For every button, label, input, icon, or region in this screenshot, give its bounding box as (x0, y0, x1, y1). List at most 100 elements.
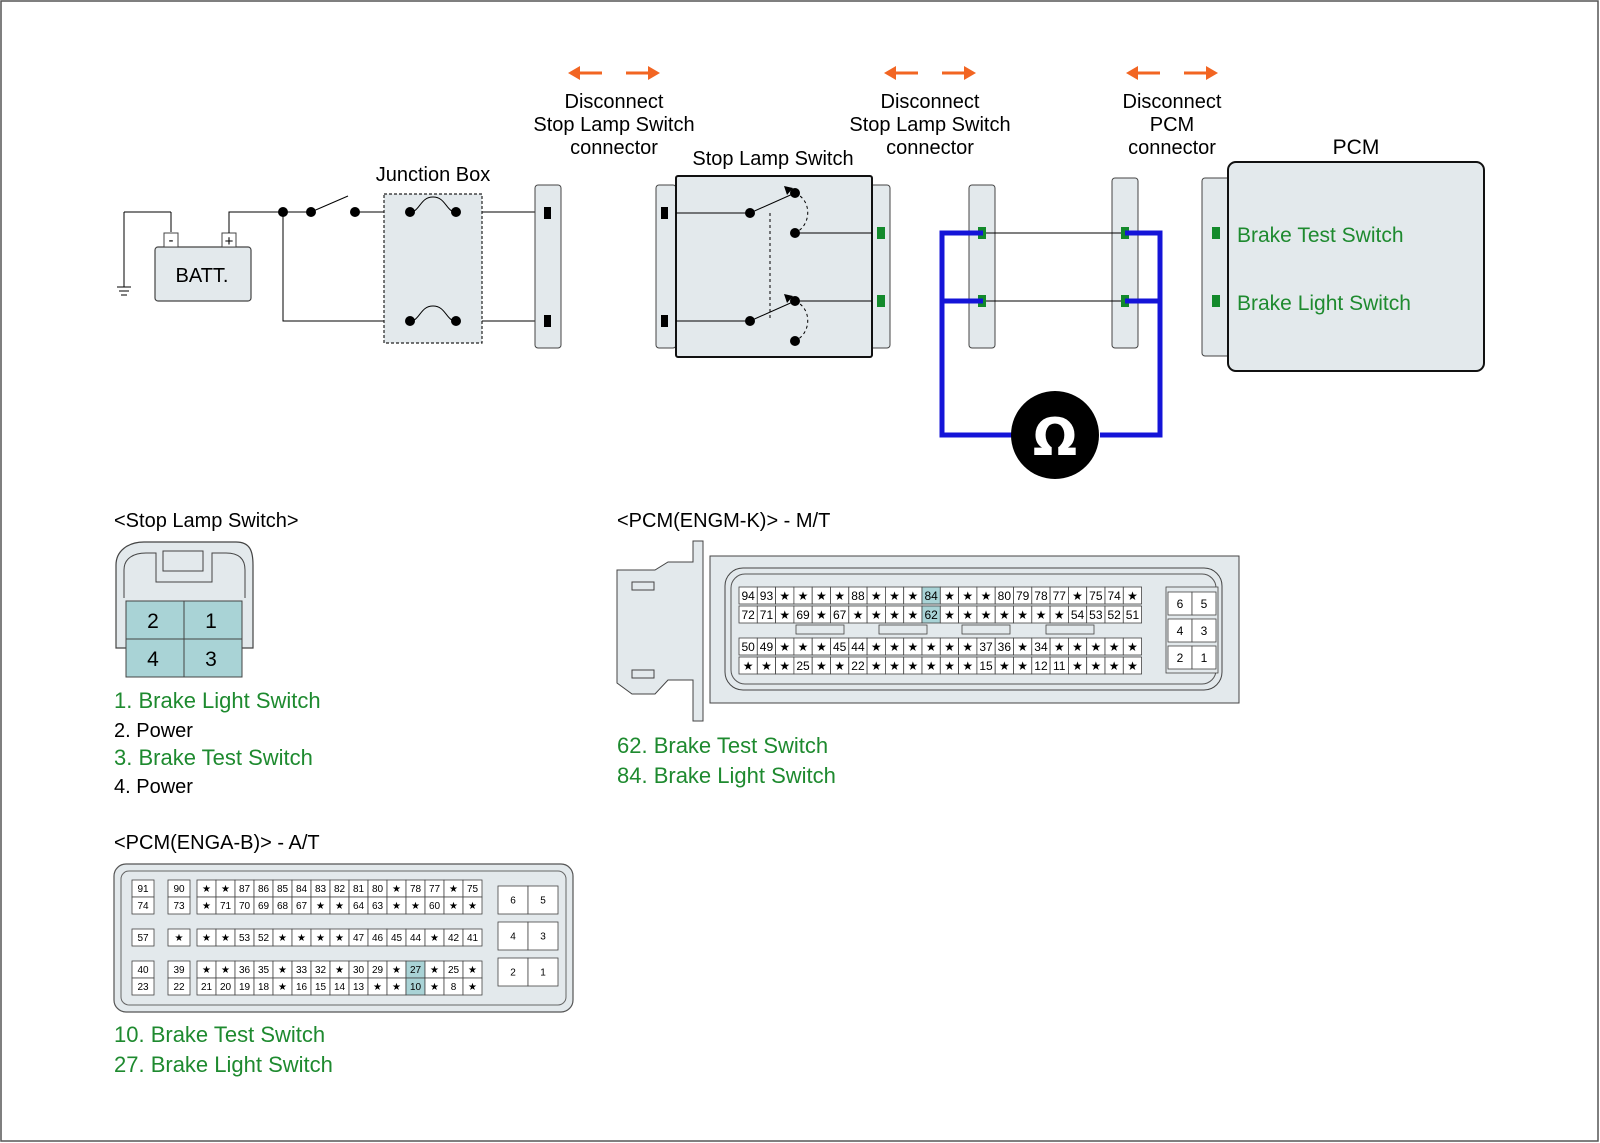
pin-label: ★ (278, 933, 287, 944)
connector-pin: ★ (885, 637, 905, 656)
disconnect-arrowhead-right (964, 66, 976, 80)
connector-pin: 49 (756, 637, 776, 656)
connector-pin: ★ (386, 960, 407, 979)
pin-label: ★ (278, 965, 287, 976)
pin-label: 52 (1107, 608, 1121, 622)
connector-pin: 78 (1031, 586, 1051, 605)
connector-pin: 62 (921, 605, 941, 624)
connector-pin: ★ (443, 896, 464, 915)
pin-label: ★ (316, 901, 325, 912)
pin-label: 34 (1034, 640, 1048, 654)
pin-label: 30 (353, 965, 365, 976)
connector-pin: ★ (386, 896, 407, 915)
junction-box: Junction Box (376, 164, 490, 344)
disconnect-arrowhead-right (648, 66, 660, 80)
pin-label: ★ (779, 589, 790, 603)
connector-pin: 41 (462, 928, 483, 947)
connector-pin: 16 (291, 977, 312, 996)
connector-pin: ★ (866, 605, 886, 624)
pin-label: 21 (201, 982, 213, 993)
connector-pin: ★ (462, 896, 483, 915)
connector-pin: 11 (1049, 656, 1069, 675)
pin-label: 77 (1053, 589, 1067, 603)
pin-label: ★ (1090, 640, 1101, 654)
connector-pin: ★ (1104, 637, 1124, 656)
connector-pin: ★ (848, 605, 868, 624)
pin-label: ★ (335, 965, 344, 976)
connector-pin: 4 (1167, 618, 1193, 643)
connector-pin: 57 (131, 928, 155, 947)
connector-pin: 25 (793, 656, 813, 675)
connector-pin: 63 (367, 896, 388, 915)
connector-pin: ★ (1086, 656, 1106, 675)
connector-pin: ★ (1104, 656, 1124, 675)
connector-pin: ★ (885, 605, 905, 624)
connector-pin: 74 (131, 896, 155, 915)
pin-label: 37 (979, 640, 993, 654)
pin-label: 10 (410, 982, 422, 993)
pin-label: ★ (316, 933, 325, 944)
connector-pin: 20 (215, 977, 236, 996)
connector-pin: ★ (1049, 637, 1069, 656)
connector-pin: 73 (167, 896, 191, 915)
disconnect-arrowhead-right (1206, 66, 1218, 80)
connector-pin: ★ (793, 586, 813, 605)
pin-label: ★ (430, 965, 439, 976)
pin-label: 80 (998, 589, 1012, 603)
connector-pin: ★ (775, 586, 795, 605)
connector-pin: 22 (848, 656, 868, 675)
pin-label: 23 (137, 982, 149, 993)
pin-label: ★ (999, 659, 1010, 673)
pin-label: ★ (944, 659, 955, 673)
pin-label: 71 (220, 901, 232, 912)
connector-pin: 87 (234, 879, 255, 898)
pin-label: 45 (833, 640, 847, 654)
connector-pin: 21 (196, 977, 217, 996)
connector-key (1045, 624, 1095, 635)
connector-pin: ★ (958, 637, 978, 656)
pin-label: 36 (239, 965, 251, 976)
pin-label: ★ (1017, 608, 1028, 622)
pin-label: 90 (173, 884, 185, 895)
connector-pin: 88 (848, 586, 868, 605)
connector-pin: 52 (1104, 605, 1124, 624)
pin-label: 67 (296, 901, 308, 912)
switch-pin-3-marker (877, 295, 885, 307)
pcm-brake-light-switch-label: Brake Light Switch (1237, 292, 1411, 315)
connector-pin: ★ (1068, 656, 1088, 675)
harness-connector-2 (968, 184, 996, 349)
pin-label: ★ (1090, 659, 1101, 673)
pin-label: 12 (1034, 659, 1048, 673)
disconnect-label-line: connector (570, 137, 658, 159)
pin-cell (527, 921, 559, 951)
pin-cell (1191, 591, 1217, 616)
pin-label: ★ (202, 933, 211, 944)
pcm-at-legend-1: 10. Brake Test Switch (114, 1022, 325, 1047)
pin-label: 45 (391, 933, 403, 944)
pin-label: 46 (372, 933, 384, 944)
pin-label: ★ (779, 640, 790, 654)
pin-cell (1191, 645, 1217, 670)
connector-pin: ★ (976, 605, 996, 624)
connector-pin: 94 (738, 586, 758, 605)
pin-label: 42 (448, 933, 460, 944)
connector-pin: 64 (348, 896, 369, 915)
connector-pin: ★ (367, 977, 388, 996)
pin-label: ★ (871, 589, 882, 603)
connector-pin: 51 (1122, 605, 1143, 624)
connector-pin: ★ (830, 586, 850, 605)
connector-pin: 75 (462, 879, 483, 898)
connector-pin: 44 (848, 637, 868, 656)
pin-label: ★ (871, 640, 882, 654)
connector-pin: ★ (866, 637, 886, 656)
connector-pin: ★ (1013, 656, 1033, 675)
pin-label: 11 (1053, 659, 1066, 673)
pin-cell (497, 957, 529, 987)
connector-pin: 23 (131, 977, 155, 996)
pin-label: ★ (962, 640, 973, 654)
pin-label: ★ (944, 608, 955, 622)
pin-label: ★ (1017, 640, 1028, 654)
